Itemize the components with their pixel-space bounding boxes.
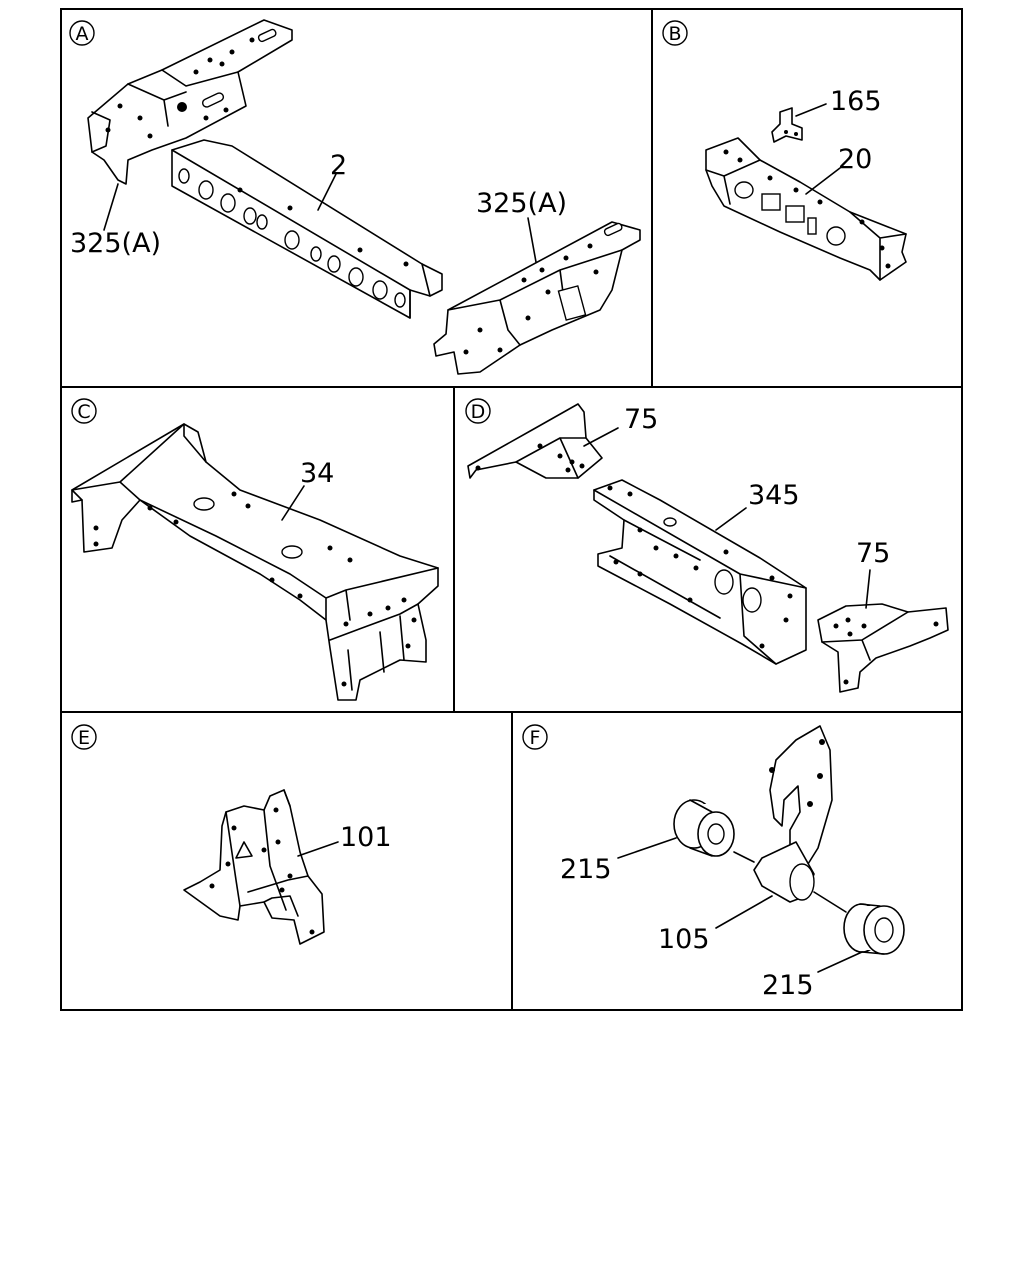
part-165-bracket bbox=[771, 107, 803, 143]
callout-101: 101 bbox=[340, 822, 392, 853]
panel-f-callouts: 215 105 215 bbox=[560, 837, 863, 1001]
part-325-right-bracket bbox=[433, 221, 641, 375]
panel-f-badge: F bbox=[522, 724, 548, 750]
callout-34: 34 bbox=[300, 458, 334, 489]
callout-20: 20 bbox=[838, 144, 872, 175]
callout-325a-left: 325(A) bbox=[70, 228, 161, 259]
part-325-left-bracket bbox=[87, 19, 293, 185]
callout-165: 165 bbox=[830, 86, 882, 117]
part-101-bracket bbox=[183, 789, 325, 945]
callout-345: 345 bbox=[748, 480, 800, 511]
panel-e-badge: E bbox=[71, 724, 97, 750]
callout-215-lower: 215 bbox=[762, 970, 814, 1001]
panel-f: F bbox=[522, 724, 905, 1001]
part-2-cross-member bbox=[171, 139, 443, 319]
callout-325a-right: 325(A) bbox=[476, 188, 567, 219]
panel-c: C 34 bbox=[71, 398, 439, 701]
part-215-bushing-left bbox=[673, 799, 735, 857]
part-34-cross-member bbox=[71, 423, 439, 701]
panel-a: A bbox=[69, 19, 641, 375]
svg-text:E: E bbox=[78, 727, 90, 749]
callout-75-lower: 75 bbox=[856, 538, 890, 569]
part-75-upper-bracket bbox=[467, 403, 603, 479]
panel-e: E 101 bbox=[71, 724, 392, 945]
part-75-lower-bracket bbox=[817, 603, 949, 693]
panel-c-badge: C bbox=[71, 398, 97, 424]
svg-text:D: D bbox=[471, 401, 486, 423]
panel-d-badge: D bbox=[465, 398, 491, 424]
svg-text:C: C bbox=[77, 401, 90, 423]
panel-d-callouts: 75 345 75 bbox=[583, 404, 890, 609]
part-345-cross-member bbox=[593, 479, 807, 665]
part-20-cross-member bbox=[705, 137, 907, 281]
callout-105: 105 bbox=[658, 924, 710, 955]
callout-2: 2 bbox=[330, 150, 347, 181]
svg-text:F: F bbox=[530, 727, 541, 749]
panel-c-callouts: 34 bbox=[281, 458, 334, 521]
panel-a-callouts: 2 325(A) 325(A) bbox=[70, 150, 567, 263]
part-215-bushing-right bbox=[843, 903, 905, 955]
panel-a-badge: A bbox=[69, 20, 95, 46]
part-105-arm bbox=[733, 725, 847, 913]
panel-d: D bbox=[465, 398, 949, 693]
callout-75-upper: 75 bbox=[624, 404, 658, 435]
panel-e-callouts: 101 bbox=[297, 822, 392, 857]
callout-215-upper: 215 bbox=[560, 854, 612, 885]
diagram-frames bbox=[60, 8, 963, 1011]
svg-text:A: A bbox=[76, 23, 89, 45]
svg-text:B: B bbox=[668, 23, 681, 45]
panel-b-callouts: 165 20 bbox=[795, 86, 882, 195]
panel-b: B 165 20 bbox=[662, 20, 907, 281]
panel-b-badge: B bbox=[662, 20, 688, 46]
